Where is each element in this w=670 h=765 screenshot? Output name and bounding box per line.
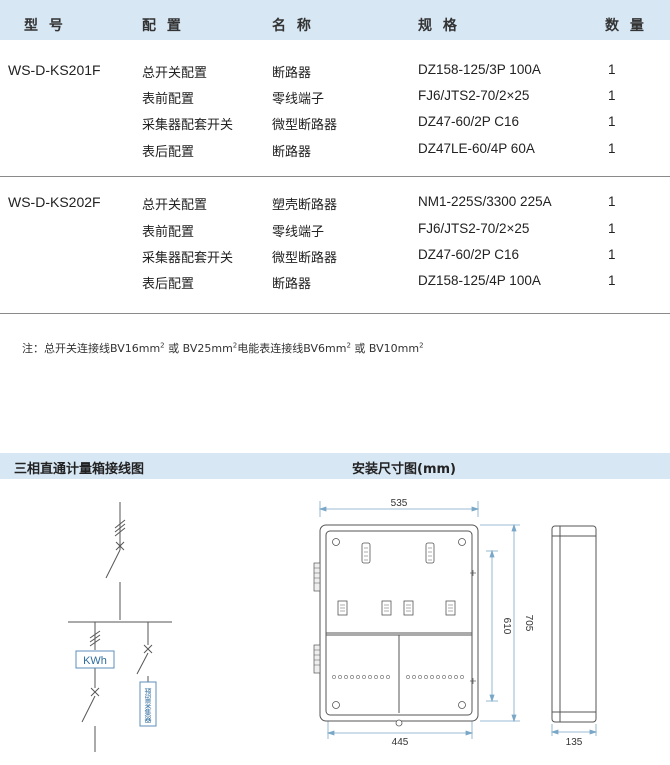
spec-cell: FJ6/JTS2-70/2×25 <box>418 221 530 236</box>
height-dimension-label: 705 <box>523 615 534 632</box>
spec-cell: DZ47-60/2P C16 <box>418 247 520 262</box>
name-cell: 微型断路器 <box>272 118 338 133</box>
meter-label: KWh <box>83 655 107 667</box>
wiring-diagram: KWh 预留采集器 <box>68 502 172 752</box>
note-text: 或 BV10mm <box>350 342 420 355</box>
depth-dimension-label: 135 <box>566 737 583 748</box>
config-cell: 总开关配置 <box>142 66 208 81</box>
header-model: 型 号 <box>24 18 66 34</box>
header-qty: 数 量 <box>605 18 647 34</box>
config-cell: 表前配置 <box>142 225 195 240</box>
qty-cell: 1 <box>608 141 616 156</box>
name-cell: 微型断路器 <box>272 251 338 266</box>
wiring-diagram-title: 三相直通计量箱接线图 <box>14 462 145 477</box>
header-config: 配 置 <box>142 18 184 34</box>
meter-box <box>75 650 115 669</box>
note-text: 注：总开关连接线BV16mm <box>22 342 161 355</box>
config-cell: 采集器配套开关 <box>142 118 234 133</box>
config-cell: 表后配置 <box>142 145 195 160</box>
spec-cell: FJ6/JTS2-70/2×25 <box>418 88 530 103</box>
note-superscript: 2 <box>232 341 238 350</box>
spec-cell: DZ47LE-60/4P 60A <box>418 141 535 156</box>
header-spec: 规 格 <box>418 18 460 34</box>
collector-box <box>139 681 157 727</box>
note-superscript: 2 <box>419 341 424 350</box>
dimension-diagram-title: 安装尺寸图(mm) <box>352 462 456 477</box>
note-superscript: 2 <box>346 341 351 350</box>
name-cell: 断路器 <box>272 145 312 160</box>
side-dimension-drawing: 135 <box>550 525 598 748</box>
spec-cell: DZ158-125/3P 100A <box>418 62 541 77</box>
qty-cell: 1 <box>608 273 616 288</box>
table-header-band <box>0 0 670 40</box>
inner-height-dimension-label: 610 <box>501 618 512 635</box>
config-cell: 总开关配置 <box>142 198 208 213</box>
collector-label: 预留采集器 <box>144 687 152 724</box>
spec-cell: DZ47-60/2P C16 <box>418 114 520 129</box>
qty-cell: 1 <box>608 88 616 103</box>
group-divider <box>0 176 670 177</box>
model-cell: WS-D-KS202F <box>8 194 101 210</box>
qty-cell: 1 <box>608 221 616 236</box>
header-name: 名 称 <box>272 18 314 34</box>
model-cell: WS-D-KS201F <box>8 62 101 78</box>
config-cell: 表前配置 <box>142 92 195 107</box>
name-cell: 零线端子 <box>272 92 325 107</box>
qty-cell: 1 <box>608 194 616 209</box>
spec-cell: DZ158-125/4P 100A <box>418 273 541 288</box>
note-text: 电能表连接线BV6mm <box>237 342 347 355</box>
name-cell: 断路器 <box>272 277 312 292</box>
config-cell: 表后配置 <box>142 277 195 292</box>
qty-cell: 1 <box>608 247 616 262</box>
front-dimension-drawing: 535 445 610 705 <box>313 498 534 748</box>
name-cell: 零线端子 <box>272 225 325 240</box>
width-dimension-label: 535 <box>391 498 408 509</box>
spec-cell: NM1-225S/3300 225A <box>418 194 552 209</box>
diagram-section-band <box>0 453 670 479</box>
name-cell: 塑壳断路器 <box>272 198 338 213</box>
qty-cell: 1 <box>608 114 616 129</box>
config-cell: 采集器配套开关 <box>142 251 234 266</box>
wiring-note: 注：总开关连接线BV16mm2 或 BV25mm2电能表连接线BV6mm2 或 … <box>22 340 424 356</box>
qty-cell: 1 <box>608 62 616 77</box>
note-text: 或 BV25mm <box>164 342 233 355</box>
bottom-width-dimension-label: 445 <box>392 737 409 748</box>
name-cell: 断路器 <box>272 66 312 81</box>
note-superscript: 2 <box>160 341 165 350</box>
table-bottom-rule <box>0 313 670 314</box>
